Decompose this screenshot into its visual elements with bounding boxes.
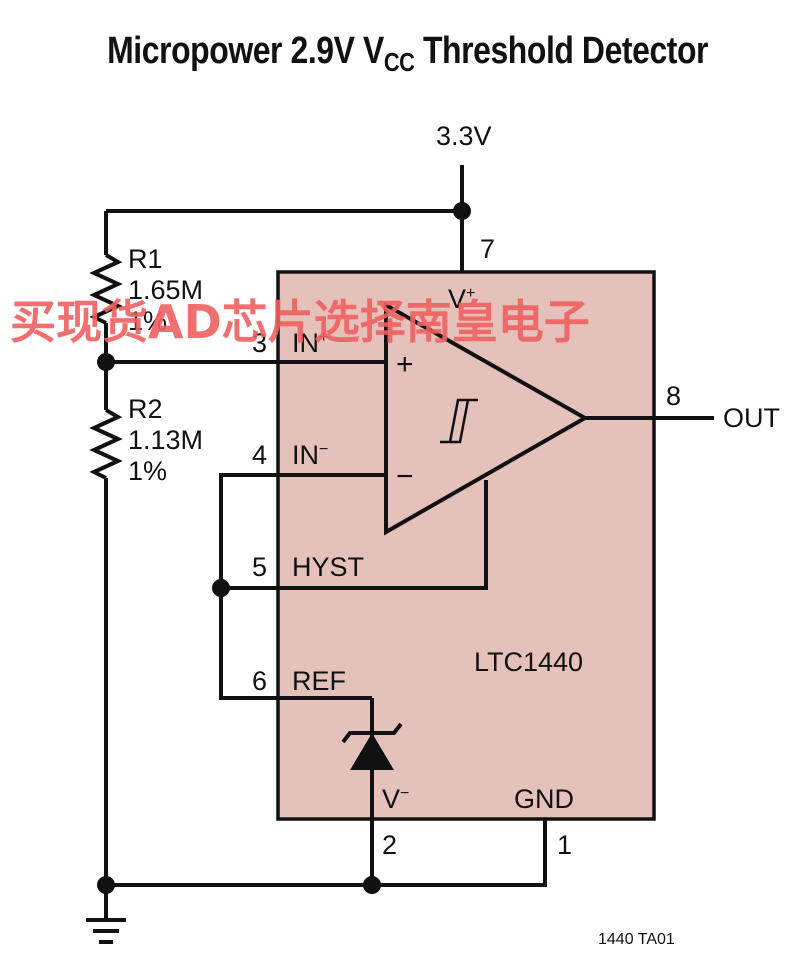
ref-label: REF [292, 666, 346, 696]
zener-diode-icon [350, 733, 394, 770]
pin6-number: 6 [252, 666, 267, 696]
r2-name: R2 [128, 394, 163, 424]
ground-junction-center [363, 876, 381, 894]
supply-junction-dot [453, 202, 471, 220]
r1-name: R1 [128, 244, 163, 274]
hyst-label: HYST [292, 552, 364, 582]
figure-id: 1440 TA01 [598, 931, 675, 948]
pin2-number: 2 [382, 830, 397, 860]
r2-tolerance: 1% [128, 456, 167, 486]
comparator-plus: + [396, 348, 414, 381]
title-main: Micropower 2.9V V [107, 30, 384, 72]
chip-name: LTC1440 [474, 647, 583, 677]
pin4-number: 4 [252, 440, 267, 470]
zener-bar [341, 722, 403, 744]
comparator-triangle [384, 301, 590, 536]
hyst-wire [221, 480, 488, 590]
comparator-minus: − [396, 460, 414, 493]
pin5-number: 5 [252, 552, 267, 582]
pin8-number: 8 [666, 381, 681, 411]
watermark-text: 买现货AD芯片选择南皇电子 [10, 295, 590, 349]
r1-tolerance: 1% [128, 306, 167, 336]
pin3-number: 3 [252, 328, 267, 358]
r1-resistor [89, 253, 123, 325]
vminus-label: V− [382, 784, 409, 814]
gnd-label: GND [514, 784, 574, 814]
ground-junction-left [97, 876, 115, 894]
r2-resistor [89, 408, 123, 480]
supply-label: 3.3V [436, 121, 492, 151]
inplus-label: IN+ [292, 328, 328, 358]
pin1-number: 1 [557, 830, 572, 860]
r1-value: 1.65M [128, 275, 203, 305]
page-title: Micropower 2.9V VCC Threshold Detector [67, 30, 749, 78]
hyst-junction-dot [212, 579, 230, 597]
r2-value: 1.13M [128, 425, 203, 455]
output-label: OUT [723, 403, 780, 433]
pin7-number: 7 [480, 234, 495, 264]
title-subscript: CC [383, 47, 415, 77]
title-tail: Threshold Detector [414, 30, 709, 72]
gnd-wire [106, 819, 547, 887]
vplus-label: V+ [448, 284, 475, 314]
inminus-label: IN− [292, 440, 328, 470]
hysteresis-icon [440, 398, 478, 444]
